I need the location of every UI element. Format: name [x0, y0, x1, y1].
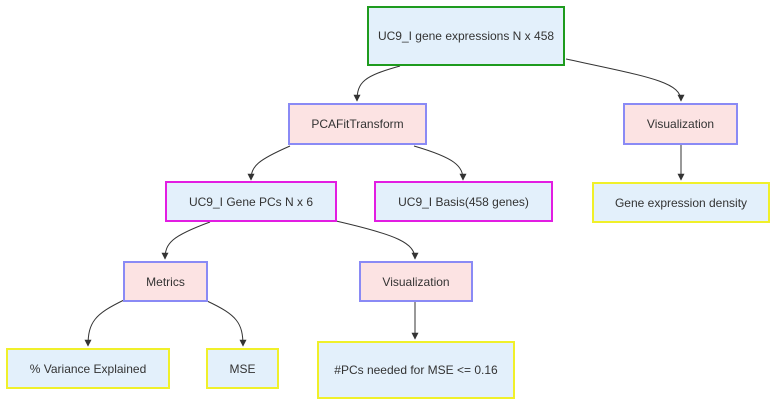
node-mse-label: MSE — [229, 361, 256, 376]
node-pcs-needed-label: #PCs needed for MSE <= 0.16 — [334, 363, 498, 377]
node-pca-label: PCAFitTransform — [311, 117, 404, 131]
node-variance-label: % Variance Explained — [29, 361, 147, 376]
node-metrics: Metrics — [123, 261, 208, 302]
node-root-label: UC9_I gene expressions N x 458 — [377, 29, 555, 43]
node-pca-fit-transform: PCAFitTransform — [288, 103, 427, 145]
node-visualization-top-label: Visualization — [646, 117, 715, 131]
node-gene-expression-density: Gene expression density — [592, 182, 770, 223]
node-density-label: Gene expression density — [614, 195, 748, 210]
edge-metrics-to-variance — [84, 299, 125, 347]
node-variance-explained: % Variance Explained — [6, 348, 170, 389]
node-visualization-middle-label: Visualization — [382, 274, 450, 289]
edge-pca-to-gene-pcs — [247, 145, 291, 181]
edge-pca-to-basis — [413, 145, 467, 181]
edge-gene-pcs-to-metrics — [161, 221, 211, 260]
node-basis: UC9_I Basis(458 genes) — [374, 181, 553, 222]
edge-root-to-visualization — [565, 58, 685, 102]
node-basis-label: UC9_I Basis(458 genes) — [398, 194, 529, 209]
node-gene-pcs: UC9_I Gene PCs N x 6 — [165, 181, 337, 222]
node-visualization-middle: Visualization — [359, 261, 473, 302]
edge-gene-pcs-to-visualization — [335, 220, 419, 260]
edge-root-to-pca — [353, 65, 401, 102]
node-mse: MSE — [206, 348, 279, 389]
node-metrics-label: Metrics — [146, 274, 185, 289]
node-gene-pcs-label: UC9_I Gene PCs N x 6 — [188, 194, 314, 209]
edge-metrics-to-mse — [206, 300, 247, 347]
node-pcs-needed-for-mse: #PCs needed for MSE <= 0.16 — [317, 341, 515, 399]
node-root-gene-expressions: UC9_I gene expressions N x 458 — [367, 6, 565, 66]
node-visualization-top: Visualization — [623, 103, 738, 145]
